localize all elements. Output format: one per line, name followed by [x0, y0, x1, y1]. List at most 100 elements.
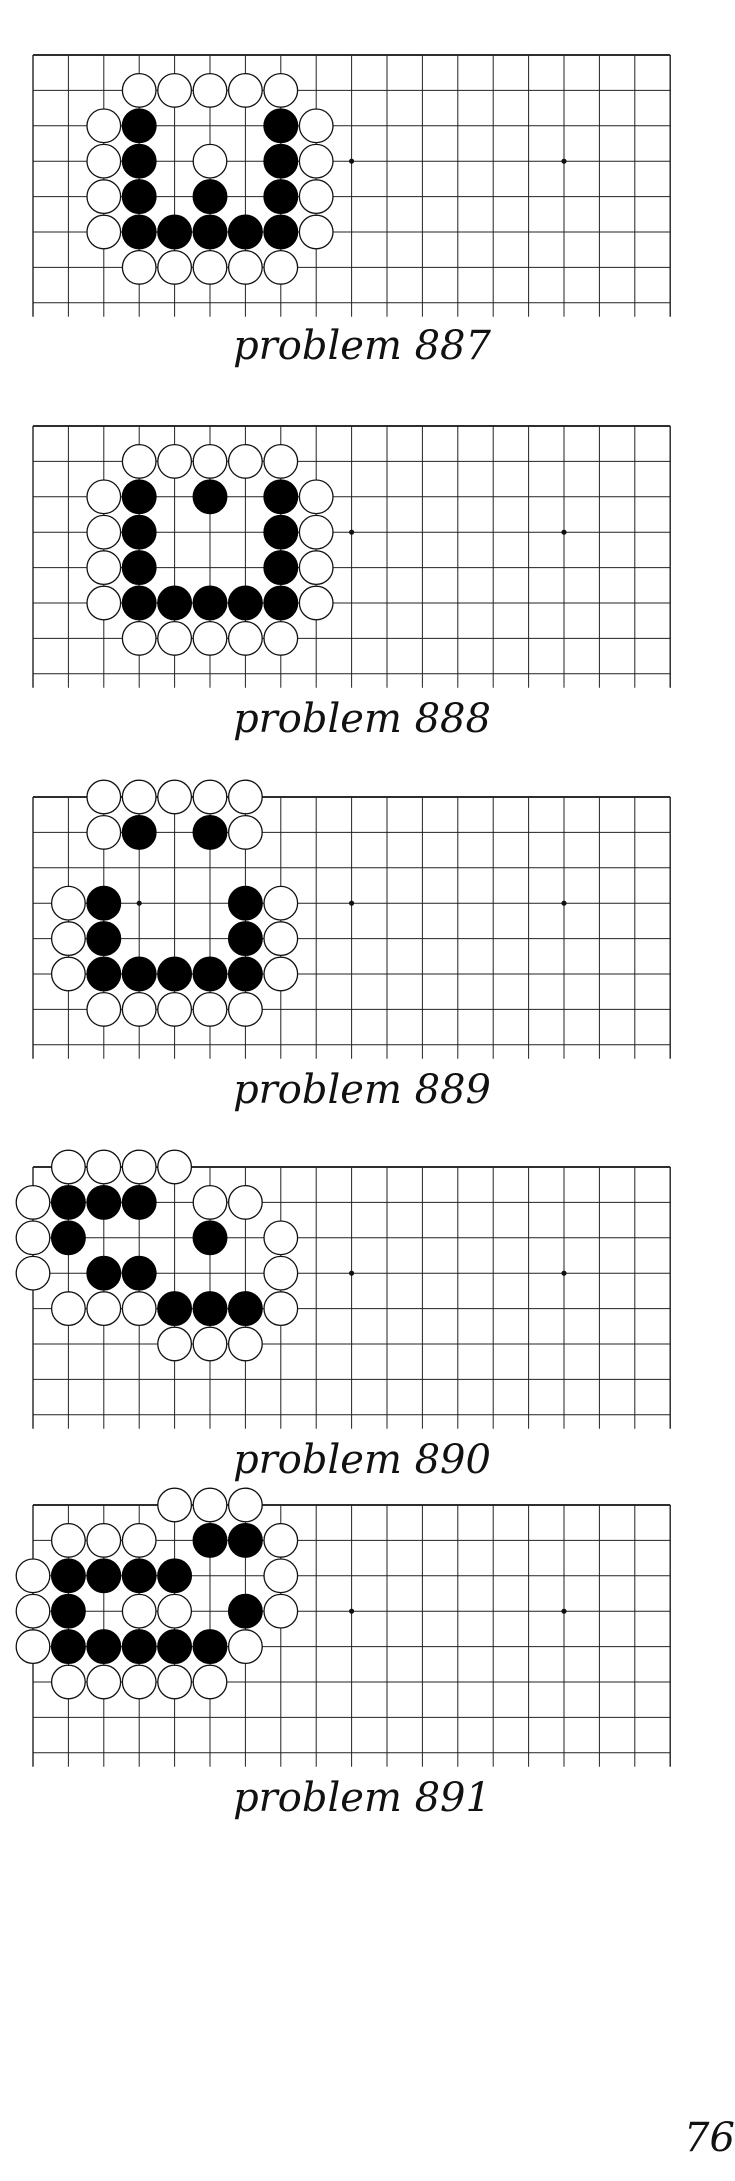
black-stone [121, 514, 157, 550]
white-stone [263, 921, 299, 957]
black-stone [227, 1593, 263, 1629]
black-stone [192, 1291, 228, 1327]
problem-caption: problem 891 [233, 1775, 491, 1821]
white-stone [227, 1629, 263, 1665]
white-stone [298, 108, 334, 144]
black-stone [157, 956, 193, 992]
white-stone [192, 143, 228, 179]
black-stone [192, 1220, 228, 1256]
hoshi-point [561, 1608, 567, 1614]
black-stone [192, 1522, 228, 1558]
black-stone [50, 1220, 86, 1256]
black-stone [157, 585, 193, 621]
white-stone [263, 1255, 299, 1291]
white-stone [157, 443, 193, 479]
white-stone [298, 479, 334, 515]
black-stone [263, 143, 299, 179]
white-stone [192, 1487, 228, 1523]
hoshi-point [349, 900, 355, 906]
white-stone [121, 72, 157, 108]
white-stone [192, 991, 228, 1027]
black-stone [192, 956, 228, 992]
white-stone [192, 620, 228, 656]
problem-caption: problem 887 [233, 323, 491, 369]
go-board [15, 1149, 671, 1429]
white-stone [192, 249, 228, 285]
white-stone [263, 885, 299, 921]
black-stone [121, 214, 157, 250]
black-stone [227, 1291, 263, 1327]
white-stone [50, 1664, 86, 1700]
white-stone [298, 179, 334, 215]
go-board [32, 54, 671, 317]
white-stone [157, 1487, 193, 1523]
white-stone [86, 1149, 122, 1185]
black-stone [227, 585, 263, 621]
white-stone [192, 1664, 228, 1700]
white-stone [86, 143, 122, 179]
black-stone [121, 1184, 157, 1220]
white-stone [263, 443, 299, 479]
white-stone [86, 1522, 122, 1558]
white-stone [157, 1593, 193, 1629]
hoshi-point [561, 158, 567, 164]
white-stone [121, 249, 157, 285]
white-stone [86, 814, 122, 850]
black-stone [263, 550, 299, 586]
black-stone [86, 1255, 122, 1291]
white-stone [15, 1593, 51, 1629]
black-stone [227, 921, 263, 957]
black-stone [121, 1255, 157, 1291]
black-stone [50, 1593, 86, 1629]
black-stone [86, 1629, 122, 1665]
problem-caption: problem 890 [233, 1437, 491, 1483]
white-stone [192, 1326, 228, 1362]
white-stone [227, 814, 263, 850]
white-stone [121, 991, 157, 1027]
go-board [32, 425, 671, 688]
black-stone [86, 956, 122, 992]
black-stone [121, 814, 157, 850]
white-stone [86, 479, 122, 515]
black-stone [227, 1522, 263, 1558]
white-stone [263, 72, 299, 108]
white-stone [15, 1558, 51, 1594]
white-stone [121, 620, 157, 656]
white-stone [121, 1593, 157, 1629]
black-stone [192, 479, 228, 515]
white-stone [227, 1184, 263, 1220]
white-stone [157, 72, 193, 108]
white-stone [121, 1291, 157, 1327]
white-stone [263, 249, 299, 285]
white-stone [50, 885, 86, 921]
black-stone [227, 956, 263, 992]
white-stone [227, 1326, 263, 1362]
problem-caption: problem 889 [233, 1067, 491, 1113]
black-stone [121, 179, 157, 215]
black-stone [121, 585, 157, 621]
black-stone [192, 179, 228, 215]
white-stone [263, 620, 299, 656]
hoshi-point [349, 1608, 355, 1614]
white-stone [263, 1291, 299, 1327]
black-stone [157, 214, 193, 250]
white-stone [227, 443, 263, 479]
white-stone [298, 550, 334, 586]
white-stone [121, 1149, 157, 1185]
white-stone [50, 1149, 86, 1185]
go-board [32, 779, 671, 1059]
white-stone [263, 1558, 299, 1594]
white-stone [121, 1522, 157, 1558]
white-stone [86, 514, 122, 550]
white-stone [86, 1291, 122, 1327]
black-stone [121, 1558, 157, 1594]
black-stone [192, 814, 228, 850]
hoshi-point [136, 900, 142, 906]
white-stone [157, 991, 193, 1027]
go-board [15, 1487, 671, 1767]
black-stone [192, 214, 228, 250]
hoshi-point [561, 1270, 567, 1276]
black-stone [121, 550, 157, 586]
white-stone [15, 1629, 51, 1665]
white-stone [298, 514, 334, 550]
